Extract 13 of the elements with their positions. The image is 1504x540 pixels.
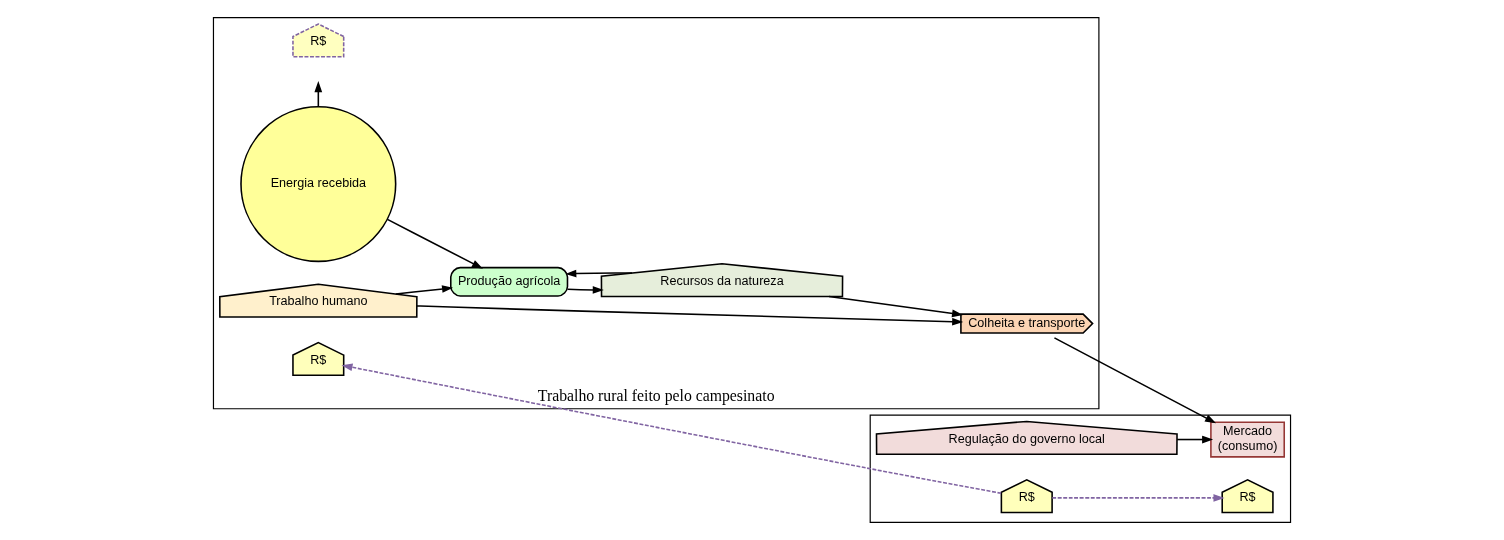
arrow: [565, 269, 633, 278]
arrow: [1053, 337, 1217, 424]
arrow: [395, 285, 454, 295]
node-circle: Energia recebida: [240, 105, 397, 263]
arrow: [386, 218, 483, 269]
node-box: Produção agrícola: [450, 266, 569, 297]
arrow: [1051, 494, 1225, 502]
node-box: Mercado (consumo): [1210, 421, 1285, 458]
arrow: [416, 305, 964, 326]
arrow: [1176, 435, 1214, 444]
arrow: [828, 295, 964, 318]
arrow: [566, 286, 604, 294]
arrow: [341, 363, 1002, 495]
